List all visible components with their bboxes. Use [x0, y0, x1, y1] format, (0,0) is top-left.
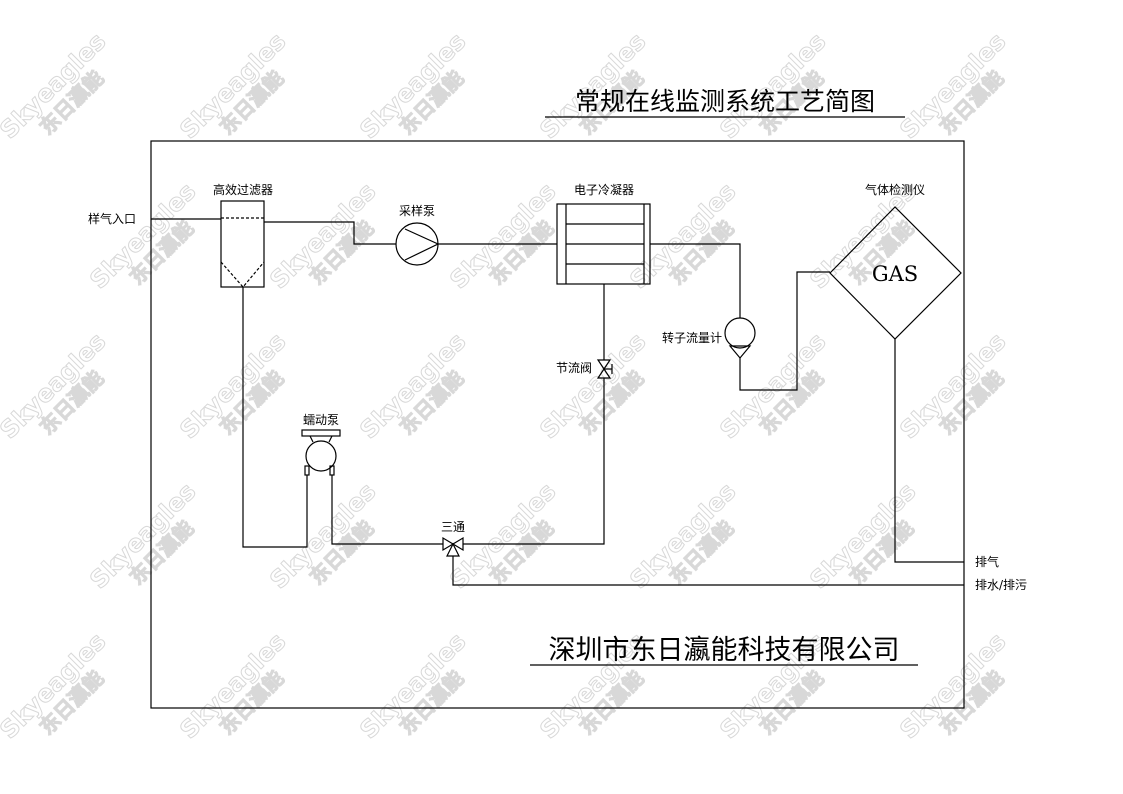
sample-pump-label: 采样泵 [399, 203, 435, 218]
pipe-exhaust [894, 339, 964, 563]
flowmeter-label: 转子流量计 [662, 330, 722, 345]
pipe-filter-to-pump [264, 221, 396, 245]
pipe-flowmeter-to-detector [739, 271, 830, 391]
three-way-valve-icon [442, 536, 464, 557]
peristaltic-pump-icon [301, 429, 341, 476]
filter-icon [220, 200, 265, 288]
pipe-valve-to-tee [463, 378, 605, 545]
pipe-condenser-to-flowmeter [650, 243, 741, 318]
gas-detector-label: 气体检测仪 [865, 182, 925, 197]
filter-label: 高效过滤器 [213, 182, 273, 197]
pipe-tee-to-peristaltic [331, 475, 443, 545]
throttle-valve-label: 节流阀 [556, 361, 592, 375]
pipe-filter-to-peristaltic [242, 287, 308, 548]
sample-pump-icon [395, 222, 440, 266]
exhaust-label: 排气 [975, 554, 999, 569]
peristaltic-pump-label: 蠕动泵 [303, 413, 339, 427]
company-name: 深圳市东日瀛能科技有限公司 [549, 635, 900, 666]
diagram-frame [150, 140, 965, 709]
gas-detector-text: GAS [872, 262, 918, 286]
drain-label: 排水/排污 [975, 578, 1027, 592]
gas-detector-icon [829, 206, 962, 340]
condenser-label: 电子冷凝器 [574, 182, 634, 197]
diagram-title: 常规在线监测系统工艺简图 [575, 87, 875, 116]
flowmeter-icon [724, 317, 756, 359]
three-way-label: 三通 [441, 520, 465, 534]
throttle-valve-icon [596, 359, 613, 379]
pipe-drain [452, 556, 964, 586]
inlet-label: 样气入口 [88, 211, 136, 226]
